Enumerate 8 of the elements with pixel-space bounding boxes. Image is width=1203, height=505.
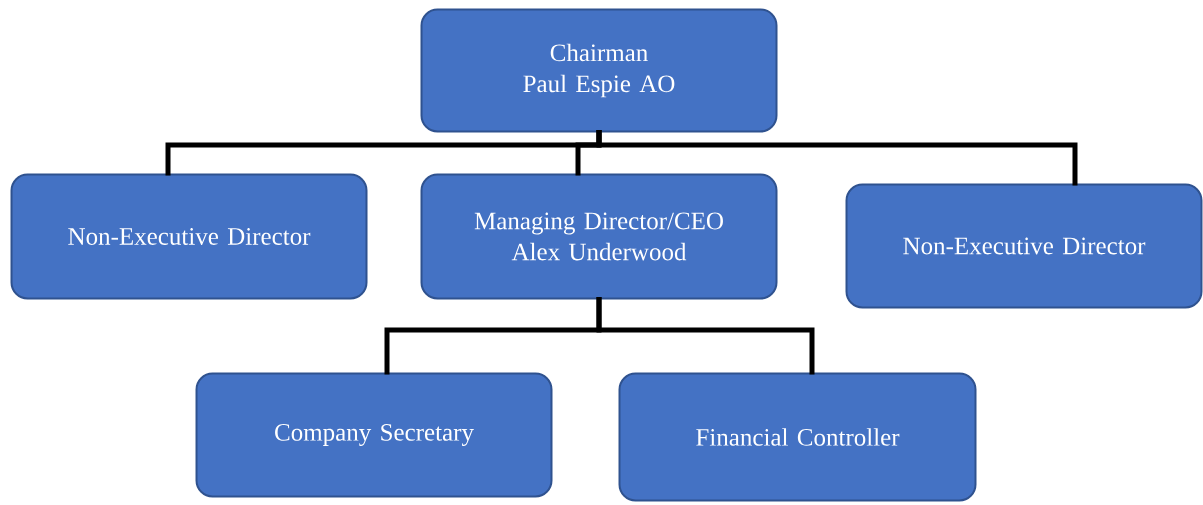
org-box: Company Secretary — [195, 372, 553, 498]
org-box: Chairman Paul Espie AO — [420, 8, 778, 133]
org-box: Non-Executive Director — [845, 183, 1203, 309]
org-box: Financial Controller — [618, 372, 977, 502]
org-box: Managing Director/CEO Alex Underwood — [420, 173, 778, 300]
org-box: Non-Executive Director — [10, 173, 368, 300]
connector-line — [596, 297, 815, 375]
connector-line — [596, 130, 1078, 186]
